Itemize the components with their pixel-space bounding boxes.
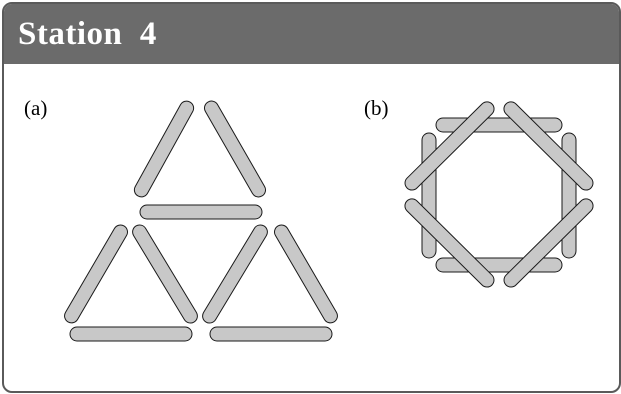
stick-b-square-bottom — [435, 257, 563, 273]
stick-a-bottom-left-base — [69, 326, 193, 342]
stick-a-bottom-right-inner — [202, 224, 268, 324]
panel-a-label: (a) — [24, 96, 48, 120]
stick-b-diamond-upper-left — [404, 101, 495, 191]
stick-a-bottom-right-base — [209, 326, 333, 342]
stick-a-top-right — [203, 100, 267, 198]
stick-a-bottom-right-outer — [274, 224, 338, 324]
stick-a-middle — [139, 204, 263, 220]
stick-a-top-left — [133, 100, 195, 198]
stick-a-bottom-left-outer — [64, 224, 128, 324]
station-title: Station 4 — [18, 16, 157, 52]
figure-a-triangles — [64, 100, 338, 342]
figure-b-squares — [404, 101, 594, 288]
stick-b-diamond-lower-left — [404, 198, 495, 288]
stick-b-square-top — [435, 117, 563, 133]
panel-b-label: (b) — [364, 96, 389, 120]
stick-b-diamond-upper-right — [503, 101, 594, 191]
stick-b-diamond-lower-right — [503, 198, 594, 288]
stick-a-bottom-left-inner — [132, 224, 198, 324]
station-header: Station 4 — [4, 4, 619, 64]
